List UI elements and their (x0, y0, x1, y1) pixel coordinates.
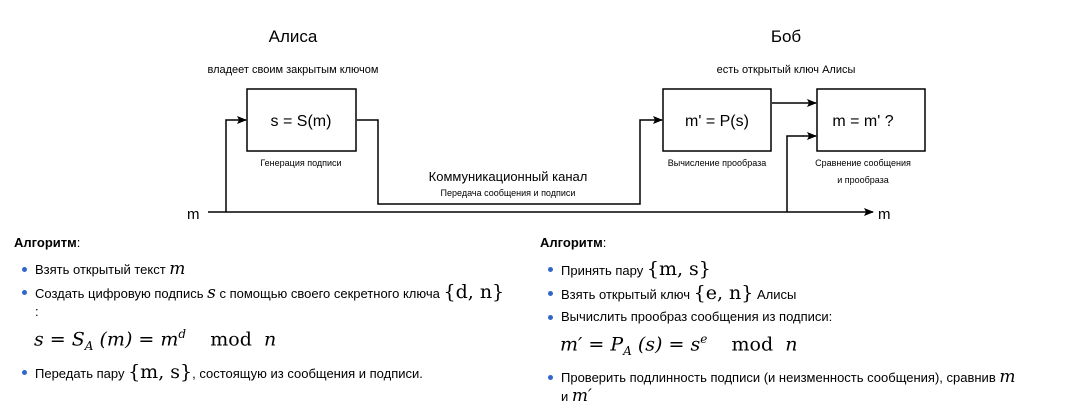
compare-box (816, 88, 926, 152)
alice-formula-eq2: = (138, 328, 161, 351)
channel-arrow (357, 116, 663, 205)
alice-formula-s: s (34, 328, 44, 351)
bob-step-2-set: {e, n} (693, 282, 754, 304)
bob-algorithm: Алгоритм: Принять пару {m, s} Взять откр… (540, 234, 1068, 410)
alice-formula-arg: (m) (93, 328, 139, 351)
alice-formula-sub-A: A (84, 339, 94, 354)
bob-step-3: Вычислить прообраз сообщения из подписи: (540, 308, 1068, 326)
bob-formula-sup-e: e (700, 332, 708, 346)
alice-step-2: Создать цифровую подпись s с помощью сво… (14, 283, 534, 321)
sign-box-label: s = S(m) (271, 113, 332, 130)
alice-step-3-text: Передать пару (35, 366, 129, 382)
preimage-box-label: m' = P(s) (685, 113, 749, 130)
bob-formula: m′ = PA (s) = se mod n (540, 330, 1068, 360)
sign-caption: Генерация подписи (260, 158, 341, 168)
alice-formula-mod: mod (210, 328, 252, 351)
alice-step-2-text: Создать цифровую подпись (35, 286, 208, 301)
bob-formula-m: m′ (560, 333, 583, 356)
bob-step-4-and: и (561, 389, 572, 405)
channel-title: Коммуникационный канал (429, 169, 588, 184)
alice-formula-n: n (263, 328, 277, 351)
alice-step-2-colon: : (35, 304, 39, 319)
bob-step-4-var-m2: m′ (571, 386, 592, 407)
bob-subtitle: есть открытый ключ Алисы (717, 64, 856, 76)
bob-formula-eq1: = (582, 333, 611, 356)
bob-formula-P: P (610, 333, 624, 356)
alice-formula-sup-d: d (178, 327, 187, 341)
bob-step-1-set: {m, s} (646, 258, 711, 280)
message-to-compare-arrow (786, 132, 817, 212)
alice-formula: s = SA (m) = md mod n (14, 325, 534, 355)
bob-formula-sub-A: A (623, 344, 632, 359)
message-to-sign-arrow (225, 116, 247, 212)
alice-step-2-var: s (207, 283, 216, 303)
alice-algorithm-title-colon: : (76, 235, 81, 250)
bob-step-4-var-m: m (999, 367, 1016, 388)
bob-title: Боб (771, 27, 802, 46)
alice-formula-m: m (160, 328, 179, 351)
bob-formula-s: s (690, 333, 701, 356)
alice-step-3-set: {m, s} (128, 361, 193, 384)
alice-step-3: Передать пару {m, s}, состоящую из сообщ… (14, 363, 534, 383)
bob-formula-arg: (s) (631, 333, 669, 356)
output-label: m (878, 206, 891, 223)
alice-algorithm-title: Алгоритм: (14, 234, 534, 252)
bob-algorithm-title-colon: : (602, 235, 607, 250)
channel-caption: Передача сообщения и подписи (441, 188, 576, 198)
bob-step-2-text-b: Алисы (753, 287, 797, 302)
compare-caption-1: Сравнение сообщения (815, 158, 911, 168)
alice-step-1-text: Взять открытый текст (35, 262, 170, 277)
input-label: m (187, 206, 200, 223)
bob-step-2-text: Взять открытый ключ (561, 287, 694, 302)
alice-algorithm: Алгоритм: Взять открытый текст m Создать… (14, 234, 534, 387)
signature-diagram: Алиса владеет своим закрытым ключом Боб … (187, 27, 926, 223)
alice-subtitle: владеет своим закрытым ключом (208, 64, 379, 76)
sign-box (246, 88, 357, 152)
alice-step-2-set: {d, n} (443, 281, 505, 303)
bob-formula-eq2: = (668, 333, 691, 356)
bob-step-4: Проверить подлинность подписи (и неизмен… (540, 368, 1068, 406)
compare-caption-2: и прообраза (837, 175, 889, 185)
bob-formula-mod: mod (731, 333, 774, 356)
preimage-caption: Вычисление прообраза (668, 158, 767, 168)
alice-step-1-var: m (169, 259, 186, 279)
preimage-box (662, 88, 772, 152)
bob-step-1-text: Принять пару (561, 263, 647, 278)
alice-step-2-text-b: с помощью своего секретного ключа (215, 286, 444, 301)
alice-formula-S: S (71, 328, 85, 351)
alice-step-1: Взять открытый текст m (14, 260, 534, 279)
bob-step-3-text: Вычислить прообраз сообщения из подписи: (561, 309, 833, 324)
compare-box-label: m = m' ? (832, 113, 893, 130)
alice-algorithm-title-text: Алгоритм (14, 235, 77, 250)
bob-algorithm-title-text: Алгоритм (540, 235, 603, 250)
alice-title: Алиса (269, 27, 318, 46)
bob-formula-n: n (785, 333, 798, 356)
alice-formula-eq1: = (43, 328, 72, 351)
alice-step-3-text-b: , состоящую из сообщения и подписи. (192, 366, 423, 382)
bob-algorithm-title: Алгоритм: (540, 234, 1068, 252)
bob-step-2: Взять открытый ключ {e, n} Алисы (540, 284, 1068, 304)
bob-step-4-text: Проверить подлинность подписи (и неизмен… (561, 370, 1000, 386)
bob-step-1: Принять пару {m, s} (540, 260, 1068, 280)
